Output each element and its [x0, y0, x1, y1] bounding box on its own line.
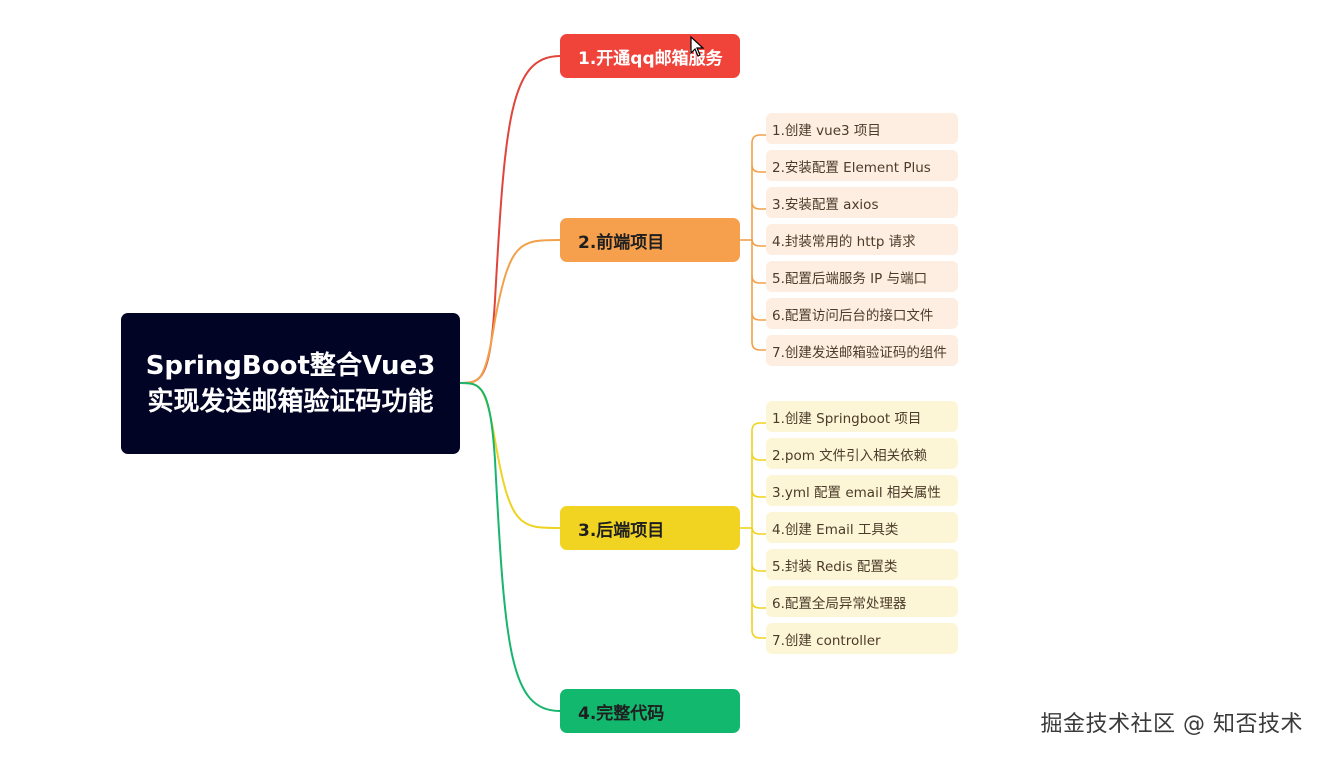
- leaf-label: 4.创建 Email 工具类: [772, 521, 899, 538]
- connector-branch-3: [459, 382, 561, 529]
- backend-item-1[interactable]: 1.创建 Springboot 项目: [766, 401, 958, 432]
- branch-label: 2.前端项目: [578, 232, 665, 253]
- frontend-item-1[interactable]: 1.创建 vue3 项目: [766, 113, 958, 144]
- root-node[interactable]: SpringBoot整合Vue3实现发送邮箱验证码功能: [121, 313, 460, 454]
- frontend-item-7[interactable]: 7.创建发送邮箱验证码的组件: [766, 335, 958, 366]
- leaf-label: 1.创建 vue3 项目: [772, 122, 881, 139]
- leaf-label: 7.创建发送邮箱验证码的组件: [772, 344, 947, 361]
- branch-label: 3.后端项目: [578, 520, 665, 541]
- branch-label: 4.完整代码: [578, 703, 665, 724]
- leaf-label: 4.封装常用的 http 请求: [772, 233, 916, 250]
- branch-node-backend[interactable]: 3.后端项目: [560, 506, 740, 550]
- branch-node-qq-mail[interactable]: 1.开通qq邮箱服务: [560, 34, 740, 78]
- leaf-label: 2.安装配置 Element Plus: [772, 159, 931, 176]
- backend-item-3[interactable]: 3.yml 配置 email 相关属性: [766, 475, 958, 506]
- branch-label: 1.开通qq邮箱服务: [578, 48, 723, 69]
- branch-node-frontend[interactable]: 2.前端项目: [560, 218, 740, 262]
- frontend-item-2[interactable]: 2.安装配置 Element Plus: [766, 150, 958, 181]
- backend-item-4[interactable]: 4.创建 Email 工具类: [766, 512, 958, 543]
- connector-branch-1: [459, 55, 561, 384]
- leaf-label: 7.创建 controller: [772, 632, 881, 649]
- watermark: 掘金技术社区 @ 知否技术: [1040, 712, 1303, 737]
- connector-backend-bracket: [751, 422, 766, 639]
- leaf-label: 6.配置访问后台的接口文件: [772, 307, 934, 324]
- leaf-label: 2.pom 文件引入相关依赖: [772, 447, 928, 464]
- leaf-label: 1.创建 Springboot 项目: [772, 410, 922, 427]
- backend-item-6[interactable]: 6.配置全局异常处理器: [766, 586, 958, 617]
- backend-item-5[interactable]: 5.封装 Redis 配置类: [766, 549, 958, 580]
- frontend-item-4[interactable]: 4.封装常用的 http 请求: [766, 224, 958, 255]
- leaf-label: 5.配置后端服务 IP 与端口: [772, 270, 928, 287]
- backend-item-2[interactable]: 2.pom 文件引入相关依赖: [766, 438, 958, 469]
- connector-frontend-bracket: [751, 134, 766, 351]
- root-title: SpringBoot整合Vue3实现发送邮箱验证码功能: [145, 350, 436, 417]
- frontend-item-5[interactable]: 5.配置后端服务 IP 与端口: [766, 261, 958, 292]
- leaf-label: 3.yml 配置 email 相关属性: [772, 484, 941, 501]
- frontend-item-6[interactable]: 6.配置访问后台的接口文件: [766, 298, 958, 329]
- leaf-label: 6.配置全局异常处理器: [772, 595, 907, 612]
- connector-branch-2: [459, 239, 561, 384]
- mouse-cursor-icon: [690, 36, 704, 57]
- connector-branch-4: [459, 382, 561, 712]
- branch-node-full-code[interactable]: 4.完整代码: [560, 689, 740, 733]
- leaf-label: 5.封装 Redis 配置类: [772, 558, 898, 575]
- leaf-label: 3.安装配置 axios: [772, 196, 879, 213]
- frontend-item-3[interactable]: 3.安装配置 axios: [766, 187, 958, 218]
- backend-item-7[interactable]: 7.创建 controller: [766, 623, 958, 654]
